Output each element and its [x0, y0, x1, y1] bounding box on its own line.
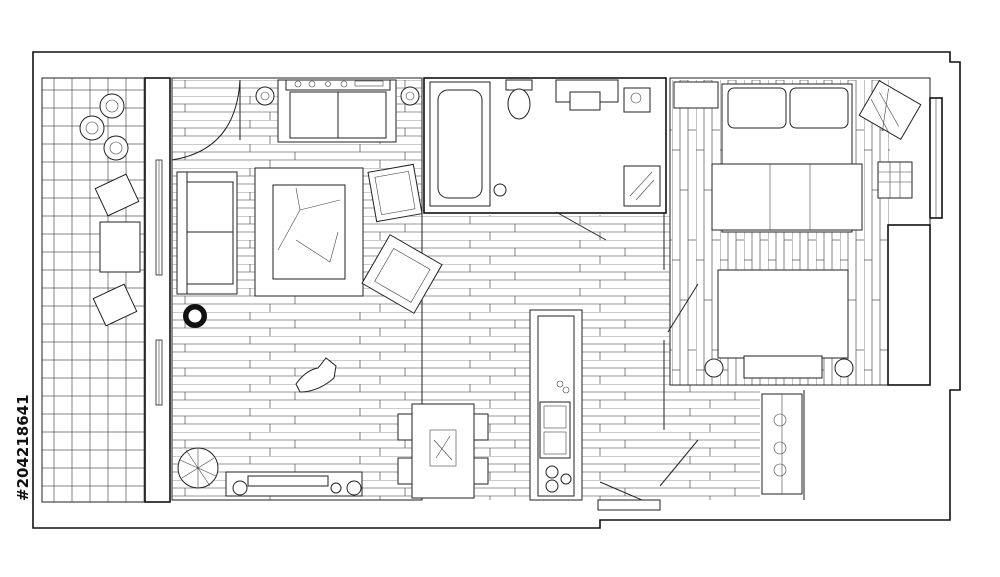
bedroom-door: [667, 283, 699, 333]
side-lamp-left: [255, 86, 275, 106]
balcony-floor: [41, 77, 146, 503]
window-left-upper: [155, 159, 163, 276]
sofa-top: [277, 79, 397, 143]
coffee-table: [254, 167, 364, 297]
robot-vacuum: [183, 304, 207, 328]
toilet: [505, 79, 533, 120]
wardrobe-shelf: [761, 393, 803, 495]
nightstand-left: [673, 81, 719, 109]
armchair-bottom: [361, 234, 443, 314]
sofa-left: [176, 171, 238, 295]
shelf-items: [294, 80, 384, 88]
bath-faucet: [493, 183, 507, 197]
wall-strip-left: [144, 77, 171, 503]
door-threshold: [597, 499, 661, 511]
bedroom-basket: [877, 161, 913, 199]
balcony-table: [99, 221, 141, 273]
wall-right-closet: [887, 224, 931, 386]
bedroom-chair-rotated: [858, 79, 922, 141]
bathtub: [429, 81, 491, 207]
side-lamp-right: [400, 86, 420, 106]
stock-id-label: #204218641: [14, 394, 32, 501]
desk: [704, 269, 854, 379]
dining-table: [397, 403, 489, 499]
corridor-floor: [670, 385, 760, 500]
window-left-lower: [155, 339, 163, 406]
stock-id-text: #204218641: [14, 394, 32, 501]
balcony-stools: [79, 93, 129, 161]
bath-cabinet: [555, 79, 619, 111]
potted-plant: [177, 447, 219, 489]
corridor-door-leaf: [659, 439, 699, 487]
bath-door: [555, 211, 607, 241]
door-arc-living: [171, 79, 241, 161]
cat-figure: [295, 357, 337, 393]
kitchen-counter: [529, 309, 583, 501]
balcony-chair-top: [94, 173, 140, 217]
double-bed: [711, 83, 863, 233]
balcony-chair-bottom: [92, 283, 138, 327]
tv-console: [225, 471, 363, 497]
armchair-top: [367, 163, 423, 223]
bath-chair: [623, 87, 651, 113]
laundry-basket: [623, 165, 661, 207]
